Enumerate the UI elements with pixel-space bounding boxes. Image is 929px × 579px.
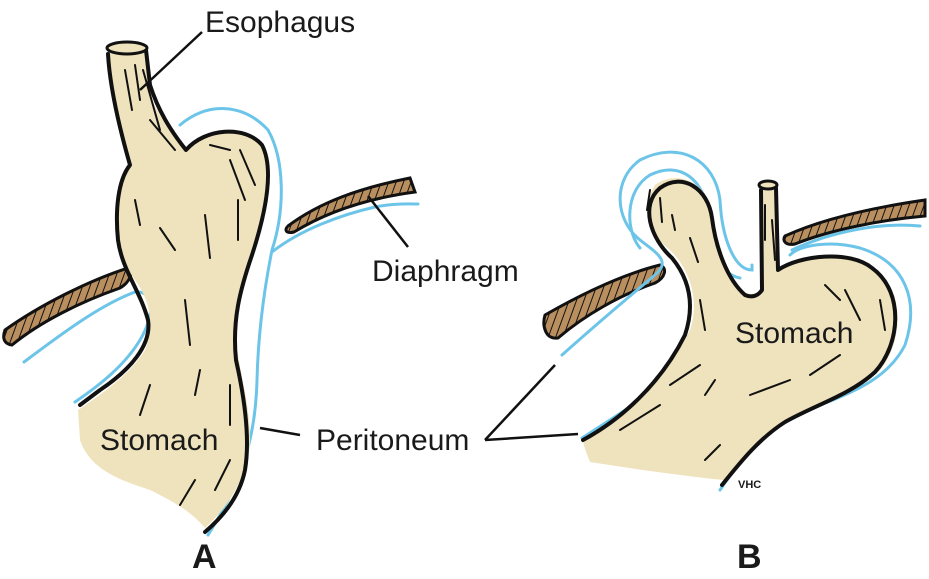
diaphragm-label: Diaphragm bbox=[372, 255, 519, 288]
stomach-b-outline-right bbox=[720, 186, 898, 487]
stomach-a bbox=[78, 44, 268, 528]
peritoneum-leader-b-upper bbox=[484, 364, 556, 441]
diaphragm-right-a bbox=[284, 176, 418, 234]
panel-a: Esophagus Stomach Diaphragm A bbox=[2, 6, 519, 576]
peritoneum-leader-b-lower bbox=[484, 432, 579, 442]
esophagus-a-outline bbox=[78, 52, 151, 407]
panel-b: Stomach VHC B bbox=[542, 150, 927, 576]
stomach-a-folds bbox=[124, 64, 256, 506]
diaphragm-left-a bbox=[2, 266, 133, 347]
esophagus-a-opening bbox=[105, 40, 149, 56]
panel-b-label: B bbox=[737, 538, 762, 576]
diaphragm-left-b bbox=[542, 263, 667, 340]
artist-signature: VHC bbox=[738, 479, 761, 491]
stomach-a-label: Stomach bbox=[100, 424, 218, 457]
peritoneum-b-top bbox=[790, 223, 922, 252]
diaphragm-leader-line bbox=[367, 195, 409, 248]
panel-a-label: A bbox=[192, 538, 217, 576]
stomach-b-folds bbox=[619, 189, 886, 461]
peritoneum-leader-a bbox=[259, 426, 301, 437]
esophagus-leader-line bbox=[139, 31, 203, 91]
peritoneum-b-sac bbox=[560, 150, 754, 357]
peritoneum-label: Peritoneum bbox=[316, 424, 469, 457]
stomach-b-outline bbox=[581, 179, 764, 442]
peritoneum-a-upper bbox=[270, 202, 420, 254]
diaphragm-right-b bbox=[782, 198, 927, 246]
stomach-a-outline-right bbox=[144, 48, 271, 534]
esophagus-label: Esophagus bbox=[205, 6, 355, 39]
esophagus-b-opening bbox=[757, 179, 779, 191]
stomach-b-label: Stomach bbox=[735, 317, 853, 350]
